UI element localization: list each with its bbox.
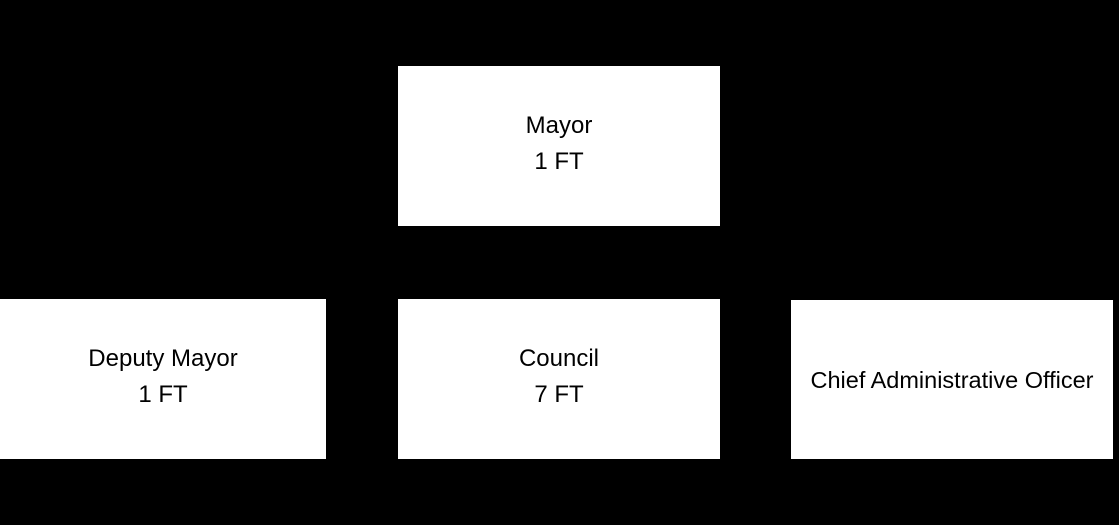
connector-to-chief-administrative-officer [951, 262, 953, 300]
org-node-chief-administrative-officer[interactable]: Chief Administrative Officer [791, 300, 1113, 459]
org-node-mayor-title: Mayor [525, 112, 593, 139]
org-node-deputy-mayor-staffing: 1 FT [138, 381, 188, 408]
org-node-mayor[interactable]: Mayor 1 FT [398, 66, 720, 226]
connector-to-council [558, 262, 560, 299]
connector-mayor-to-row [558, 226, 560, 263]
org-node-council-staffing: 7 FT [534, 381, 584, 408]
org-node-deputy-mayor-title: Deputy Mayor [88, 345, 238, 372]
connector-to-deputy-mayor [163, 262, 165, 299]
org-node-mayor-staffing: 1 FT [534, 148, 584, 175]
org-node-deputy-mayor[interactable]: Deputy Mayor 1 FT [0, 299, 326, 459]
org-node-council[interactable]: Council 7 FT [398, 299, 720, 459]
org-node-council-title: Council [518, 345, 600, 372]
org-node-chief-administrative-officer-title: Chief Administrative Officer [810, 366, 1094, 393]
connector-horizontal-bus [163, 262, 952, 264]
